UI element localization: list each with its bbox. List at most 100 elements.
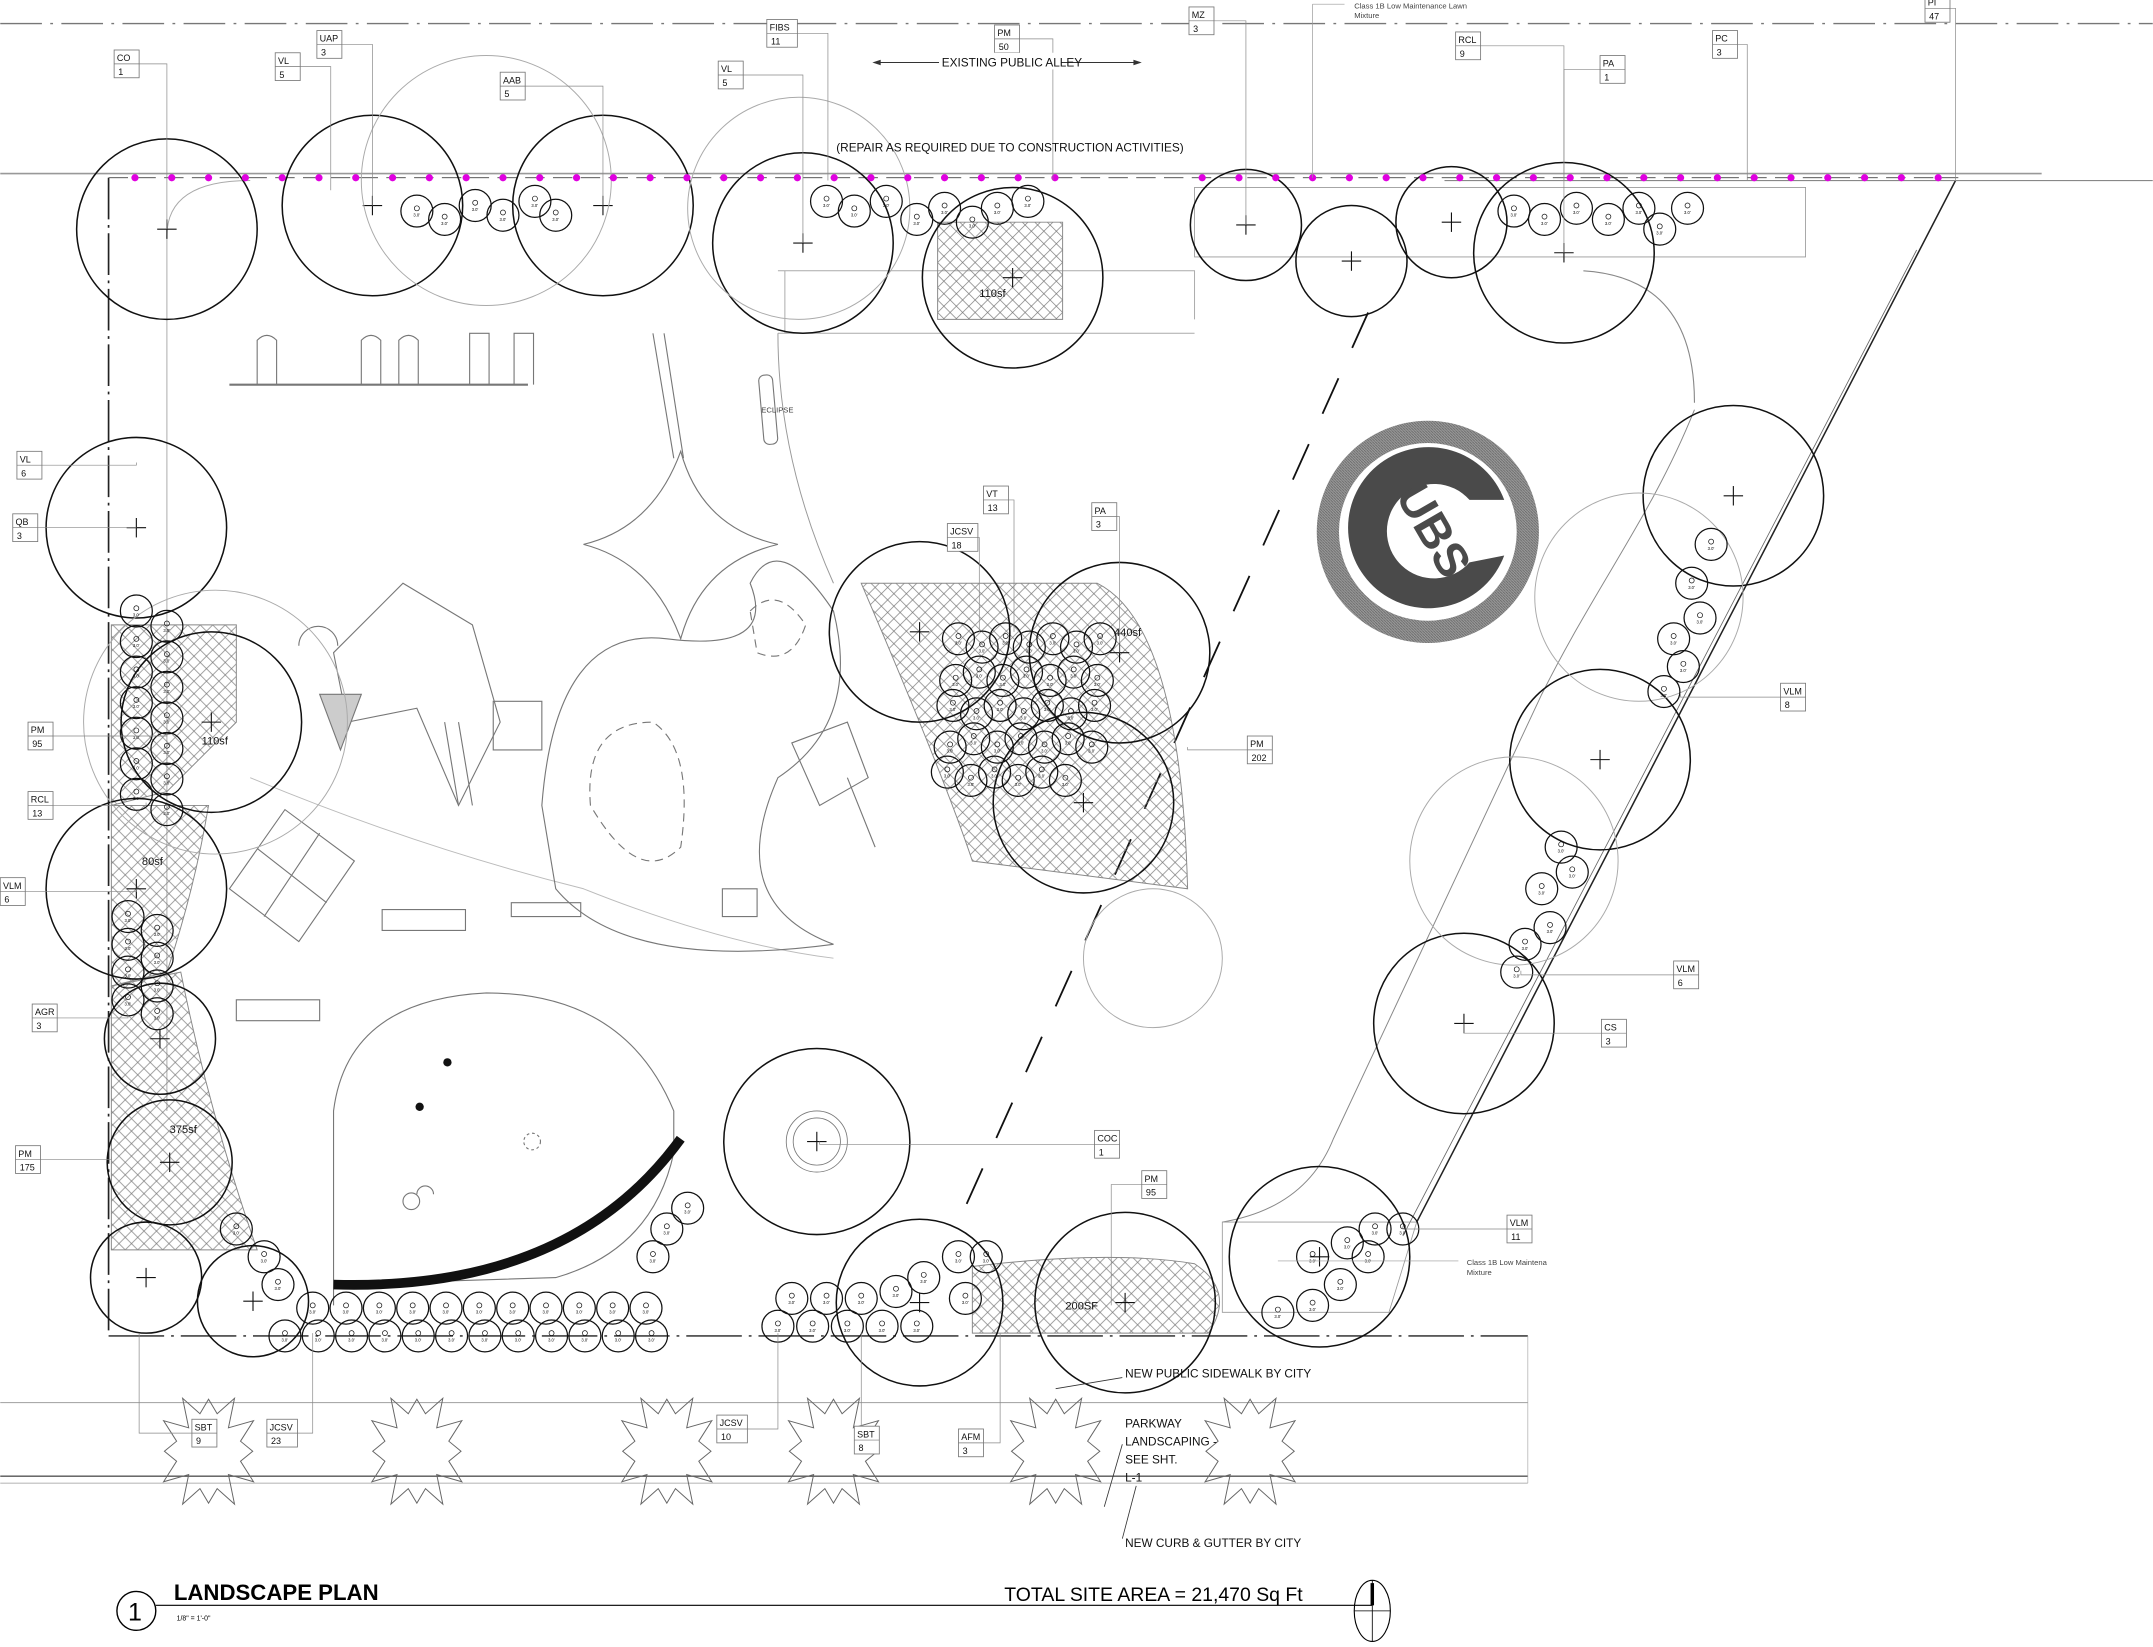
callout-code: RCL xyxy=(31,795,49,805)
shrub-icon: 3.0' xyxy=(119,594,153,628)
shrub-icon: 3.0' xyxy=(1591,202,1625,237)
fence-post-icon xyxy=(1640,174,1648,182)
drawing-scale: 1/8" = 1'-0" xyxy=(177,1616,211,1623)
shrub-size-label: 3.0' xyxy=(133,735,140,740)
shrub-icon: 3.0' xyxy=(219,1212,253,1246)
tree-canopy-icon xyxy=(1534,492,1744,702)
fence-post-icon xyxy=(1566,174,1574,182)
fence-post-icon xyxy=(756,174,765,182)
street-tree-icon xyxy=(787,1396,880,1506)
shrub-size-label: 3.0' xyxy=(1309,1307,1316,1312)
callout-code: MZ xyxy=(1192,10,1206,20)
shrub-icon: 3.0' xyxy=(140,913,174,948)
shrub-icon: 3.0' xyxy=(957,722,991,756)
callout-code: AFM xyxy=(961,1432,980,1442)
shrub-size-label: 3.0' xyxy=(1002,640,1009,645)
callout-code: RCL xyxy=(1458,35,1476,45)
shrub-size-label: 3.0' xyxy=(1049,640,1056,645)
shrub-size-label: 3.0' xyxy=(163,658,170,663)
shrub-icon: 3.0' xyxy=(1555,855,1589,889)
fence-post-icon xyxy=(1051,174,1059,182)
fence-post-icon xyxy=(1750,174,1758,182)
callout-qty: 95 xyxy=(32,739,42,749)
shrub-icon: 3.0' xyxy=(969,1240,1003,1274)
shrub-icon: 3.0' xyxy=(1330,1226,1364,1260)
fence-post-icon xyxy=(1713,174,1721,182)
shrub-size-label: 3.0' xyxy=(684,1210,691,1215)
shrub-size-label: 3.0' xyxy=(233,1231,240,1236)
shrub-icon: 3.0' xyxy=(150,793,184,827)
shrub-size-label: 3.0' xyxy=(163,720,170,725)
callout-code: UAP xyxy=(320,34,339,44)
fence-post-icon xyxy=(1934,174,1942,182)
callout-code: JCSV xyxy=(950,527,973,537)
shrub-icon: 3.0' xyxy=(1670,191,1705,225)
fence-post-icon xyxy=(793,174,801,182)
plant-callouts: CO1VL5UAP3AAB5FIBS11VL5PM50MZ3RCL9PA1PC3… xyxy=(0,0,1956,1458)
area-label: 80sf xyxy=(142,856,164,868)
shrub-icon: 3.0' xyxy=(927,191,962,225)
callout-code: AAB xyxy=(503,75,521,85)
shrub-icon: 3.0' xyxy=(362,1291,396,1325)
fence-post-icon xyxy=(462,174,470,182)
shrub-icon: 3.0' xyxy=(140,941,174,975)
fence-post-icon xyxy=(646,174,654,182)
area-label: 110sf xyxy=(202,735,229,747)
fence-post-icon xyxy=(241,174,249,182)
shrub-icon: 3.0' xyxy=(368,1319,402,1353)
fence-post-icon xyxy=(1014,174,1022,182)
shrub-icon: 3.0' xyxy=(1351,1240,1385,1274)
shrub-icon: 3.0' xyxy=(119,624,153,659)
shrub-icon: 3.0' xyxy=(1694,527,1728,561)
callout-code: PM xyxy=(997,28,1011,38)
parkway-note-2: LANDSCAPING - xyxy=(1125,1435,1217,1449)
shrub-size-label: 3.0' xyxy=(967,782,974,787)
shrub-icon: 3.0' xyxy=(900,1309,934,1343)
shrub-size-label: 3.0' xyxy=(125,974,132,979)
callout-qty: 3 xyxy=(321,48,326,58)
shrub-size-label: 3.0' xyxy=(133,674,140,679)
shrub-size-label: 3.0' xyxy=(415,1337,422,1342)
shrub-icon: 3.0' xyxy=(501,1319,535,1353)
shrub-icon: 3.0' xyxy=(775,1281,809,1316)
shrub-size-label: 3.0' xyxy=(133,643,140,648)
callout-qty: 9 xyxy=(1460,49,1465,59)
area-labels: 110sf 110sf 80sf 375sf 440sf 200SF ECLIP… xyxy=(142,288,1142,1312)
fence-post-icon xyxy=(1824,174,1832,182)
shrub-icon: 3.0' xyxy=(296,1291,330,1325)
shrub-size-label: 3.0' xyxy=(883,203,890,208)
shrub-size-label: 3.0' xyxy=(476,1310,483,1315)
shrub-icon: 3.0' xyxy=(983,688,1017,723)
callout-qty: 8 xyxy=(858,1443,863,1453)
shrub-size-label: 3.0' xyxy=(997,707,1004,712)
tree-canopy-icon xyxy=(828,540,1011,723)
shrub-icon: 3.0' xyxy=(119,686,153,720)
shrub-size-label: 3.0' xyxy=(163,781,170,786)
shrub-size-label: 3.0' xyxy=(531,203,538,208)
lawn-note-right: Class 1B Low Maintena xyxy=(1467,1258,1548,1267)
callout-qty: 6 xyxy=(4,895,9,905)
plant-callout-pa: PA1 xyxy=(1563,55,1626,253)
shrub-size-label: 3.0' xyxy=(1605,221,1612,226)
shrub-icon: 3.0' xyxy=(907,1261,941,1295)
callout-qty: 6 xyxy=(21,468,26,478)
shrub-size-label: 3.0' xyxy=(979,649,986,654)
shrub-icon: 3.0' xyxy=(428,202,462,237)
shrub-icon: 3.0' xyxy=(1057,655,1091,689)
street-tree-icon xyxy=(370,1396,463,1506)
shrub-size-label: 3.0' xyxy=(879,1328,886,1333)
shrub-size-label: 3.0' xyxy=(499,217,506,222)
shrub-size-label: 3.0' xyxy=(1094,682,1101,687)
shrub-icon: 3.0' xyxy=(650,1212,684,1246)
shrub-size-label: 3.0' xyxy=(472,207,479,212)
shrub-icon: 3.0' xyxy=(496,1291,530,1325)
shrub-size-label: 3.0' xyxy=(774,1328,781,1333)
